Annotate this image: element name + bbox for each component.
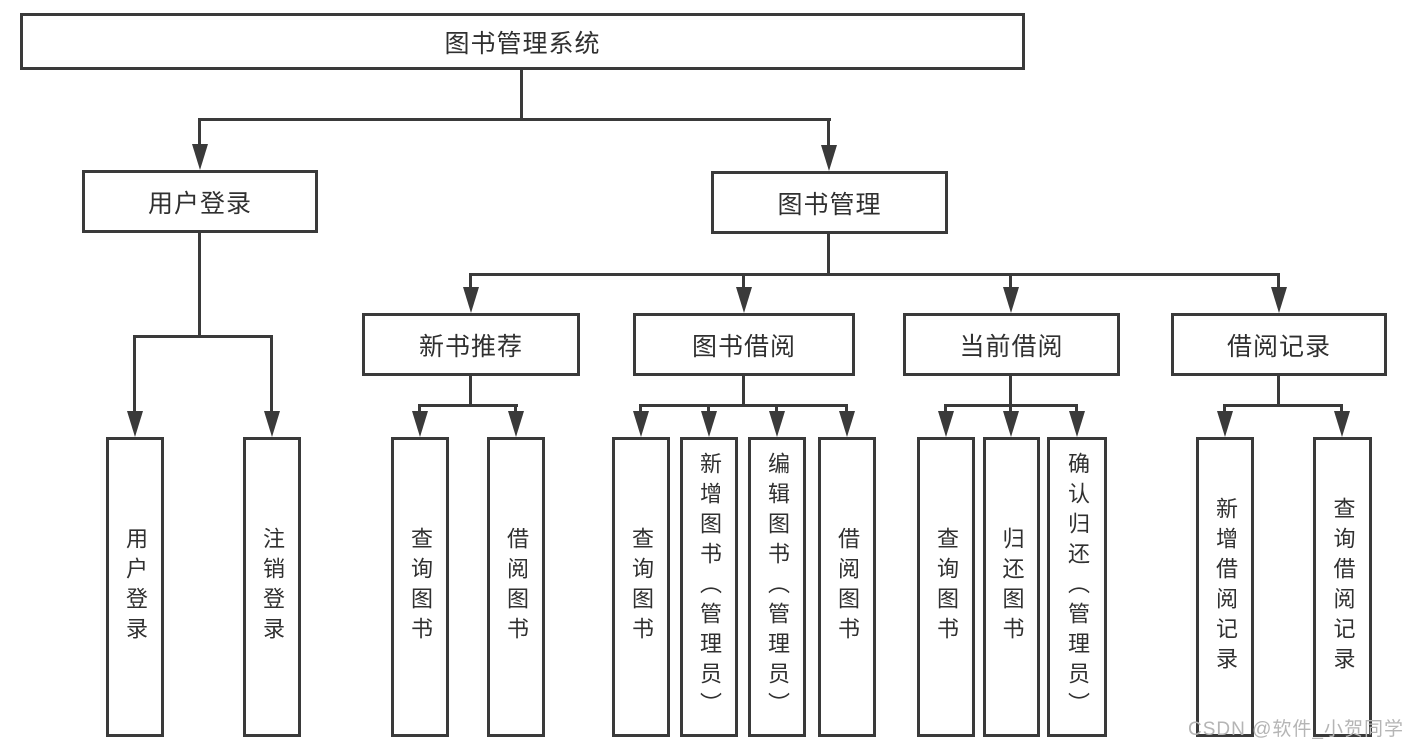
connector-line (1277, 376, 1280, 406)
connector-line (133, 335, 273, 338)
arrow-down-icon (192, 144, 208, 170)
arrow-down-icon (412, 411, 428, 437)
connector-line (775, 404, 778, 413)
node-new-book-recommend: 新书推荐 (362, 313, 580, 376)
node-label: 用户登录 (147, 189, 252, 218)
arrow-down-icon (736, 287, 752, 313)
leaf-return-book: 归还图书 (983, 437, 1040, 737)
leaf-user-login: 用户登录 (106, 437, 164, 737)
connector-line (514, 404, 517, 413)
connector-line (469, 273, 472, 289)
node-user-login: 用户登录 (82, 170, 318, 233)
node-current-borrowing: 当前借阅 (903, 313, 1120, 376)
node-label: 图书管理系统 (444, 29, 601, 58)
connector-line (1223, 404, 1226, 413)
node-label: 图书管理 (777, 190, 882, 219)
connector-line (742, 273, 745, 289)
connector-line (418, 404, 421, 413)
leaf-query-borrow-record: 查询借阅记录 (1313, 437, 1372, 737)
connector-line (845, 404, 848, 413)
connector-line (827, 118, 830, 147)
leaf-label: 确认归还（管理员） (1065, 452, 1090, 722)
connector-line (270, 335, 273, 412)
leaf-confirm-return-admin: 确认归还（管理员） (1047, 437, 1107, 737)
arrow-down-icon (508, 411, 524, 437)
arrow-down-icon (1334, 411, 1350, 437)
leaf-label: 新增借阅记录 (1213, 497, 1238, 677)
arrow-down-icon (1069, 411, 1085, 437)
connector-line (1223, 404, 1343, 407)
leaf-query-books-current: 查询图书 (917, 437, 975, 737)
connector-line (944, 404, 947, 413)
connector-line (707, 404, 710, 413)
connector-line (1277, 273, 1280, 289)
leaf-label: 查询图书 (408, 527, 433, 647)
leaf-logout: 注销登录 (243, 437, 301, 737)
node-label: 新书推荐 (418, 332, 523, 361)
leaf-borrow-books-recommend: 借阅图书 (487, 437, 545, 737)
leaf-label: 借阅图书 (835, 527, 860, 647)
arrow-down-icon (769, 411, 785, 437)
leaf-label: 归还图书 (999, 527, 1025, 647)
arrow-down-icon (463, 287, 479, 313)
connector-line (469, 376, 472, 406)
arrow-down-icon (264, 411, 280, 437)
watermark: CSDN @软件_小贺同学 (1188, 719, 1404, 740)
arrow-down-icon (127, 411, 143, 437)
arrow-down-icon (1003, 287, 1019, 313)
connector-line (639, 404, 848, 407)
arrow-down-icon (839, 411, 855, 437)
leaf-label: 查询借阅记录 (1330, 497, 1356, 677)
connector-line (198, 118, 831, 121)
connector-line (827, 234, 830, 276)
connector-line (1009, 376, 1012, 406)
connector-line (1075, 404, 1078, 413)
node-label: 借阅记录 (1226, 332, 1331, 361)
node-book-management: 图书管理 (711, 171, 948, 234)
arrow-down-icon (1217, 411, 1233, 437)
connector-line (520, 70, 523, 118)
leaf-label: 新增图书（管理员） (697, 452, 722, 722)
leaf-edit-book-admin: 编辑图书（管理员） (748, 437, 806, 737)
connector-line (469, 273, 1280, 276)
leaf-query-books-borrowing: 查询图书 (612, 437, 670, 737)
node-library-management-system: 图书管理系统 (20, 13, 1025, 70)
connector-line (1340, 404, 1343, 413)
connector-line (1009, 404, 1012, 413)
arrow-down-icon (1003, 411, 1019, 437)
leaf-add-book-admin: 新增图书（管理员） (680, 437, 738, 737)
leaf-label: 注销登录 (260, 527, 285, 647)
leaf-query-books-recommend: 查询图书 (391, 437, 449, 737)
connector-line (198, 118, 201, 146)
connector-line (639, 404, 642, 413)
arrow-down-icon (633, 411, 649, 437)
leaf-borrow-books: 借阅图书 (818, 437, 876, 737)
node-borrow-records: 借阅记录 (1171, 313, 1387, 376)
arrow-down-icon (938, 411, 954, 437)
connector-line (198, 233, 201, 337)
arrow-down-icon (1271, 287, 1287, 313)
node-label: 图书借阅 (691, 332, 796, 361)
node-book-borrowing: 图书借阅 (633, 313, 855, 376)
leaf-label: 借阅图书 (504, 527, 529, 647)
arrow-down-icon (821, 145, 837, 171)
connector-line (133, 335, 136, 412)
arrow-down-icon (701, 411, 717, 437)
leaf-add-borrow-record: 新增借阅记录 (1196, 437, 1254, 737)
node-label: 当前借阅 (959, 332, 1064, 361)
leaf-label: 查询图书 (629, 527, 654, 647)
connector-line (742, 376, 745, 406)
connector-line (418, 404, 518, 407)
connector-line (1009, 273, 1012, 289)
leaf-label: 编辑图书（管理员） (765, 452, 790, 722)
leaf-label: 用户登录 (123, 527, 148, 647)
leaf-label: 查询图书 (934, 527, 959, 647)
